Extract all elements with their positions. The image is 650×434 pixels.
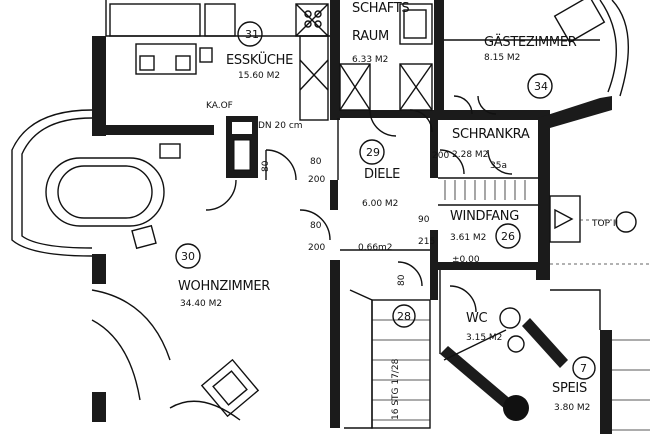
- dim-80-c: 80: [310, 221, 322, 231]
- ka-of-label: KA.OF: [206, 101, 233, 111]
- room-name-esskueche: ESSKÜCHE: [226, 51, 293, 68]
- room-name-windfang: WINDFANG: [450, 209, 519, 224]
- dim-215: 215: [418, 237, 435, 247]
- room-area-speis: 3.80 M2: [554, 403, 590, 413]
- height-label: 0.66m2: [358, 243, 393, 253]
- room-name-schaltraum-2: RAUM: [352, 29, 389, 44]
- room-area-wc: 3.15 M2: [466, 333, 502, 343]
- room-number-markers: [175, 21, 637, 380]
- room-name-schrankraum: SCHRANKRA: [452, 127, 530, 142]
- room-area-diele: 6.00 M2: [362, 199, 398, 209]
- dim-80-d: 80: [397, 274, 407, 286]
- dim-80-a: 80: [261, 160, 271, 172]
- walls: [92, 0, 612, 434]
- room-number-windfang: 26: [501, 230, 515, 243]
- room-area-gaestezimmer: 8.15 M2: [484, 53, 520, 63]
- room-number-diele: 29: [366, 146, 380, 159]
- room-area-windfang: 3.61 M2: [450, 233, 486, 243]
- room-name-wohnzimmer: WOHNZIMMER: [178, 279, 270, 294]
- room-area-schaltraum: 6.33 M2: [352, 55, 388, 65]
- room-outlines: [11, 0, 650, 431]
- room-area-esskueche: 15.60 M2: [238, 71, 280, 81]
- room-number-stair: 28: [397, 310, 411, 323]
- room-name-gaestezimmer: GÄSTEZIMMER: [484, 34, 577, 50]
- dim-200-a: 200: [308, 175, 325, 185]
- dn-label: DN 20 cm: [258, 121, 303, 131]
- room-name-speis: SPEIS: [552, 381, 587, 396]
- room-name-diele: DIELE: [364, 167, 400, 182]
- room-number-schrankraum: 35a: [490, 161, 507, 171]
- room-area-wohnzimmer: 34.40 M2: [180, 299, 222, 309]
- top-label: TOP II: [591, 219, 618, 229]
- door-swings: [205, 95, 513, 313]
- level-label: ±0.00: [452, 255, 480, 265]
- room-number-gaestezimmer: 34: [534, 80, 548, 93]
- dim-200-c: 200: [432, 151, 449, 161]
- room-number-wohnzimmer: 30: [181, 250, 195, 263]
- dim-80-b: 80: [310, 157, 322, 167]
- dim-90: 90: [418, 215, 430, 225]
- room-number-speis: 7: [580, 362, 587, 375]
- stair-label: 16 STG 17/28: [391, 358, 401, 420]
- labels: 31 ESSKÜCHE 15.60 M2 SCHAFTS RAUM 6.33 M…: [178, 1, 618, 420]
- room-area-schrankraum: 2.28 M2: [452, 150, 488, 160]
- room-name-wc: WC: [466, 311, 488, 326]
- room-number-esskueche: 31: [245, 28, 259, 41]
- room-name-schaltraum-1: SCHAFTS: [352, 1, 409, 16]
- dim-200-b: 200: [308, 243, 325, 253]
